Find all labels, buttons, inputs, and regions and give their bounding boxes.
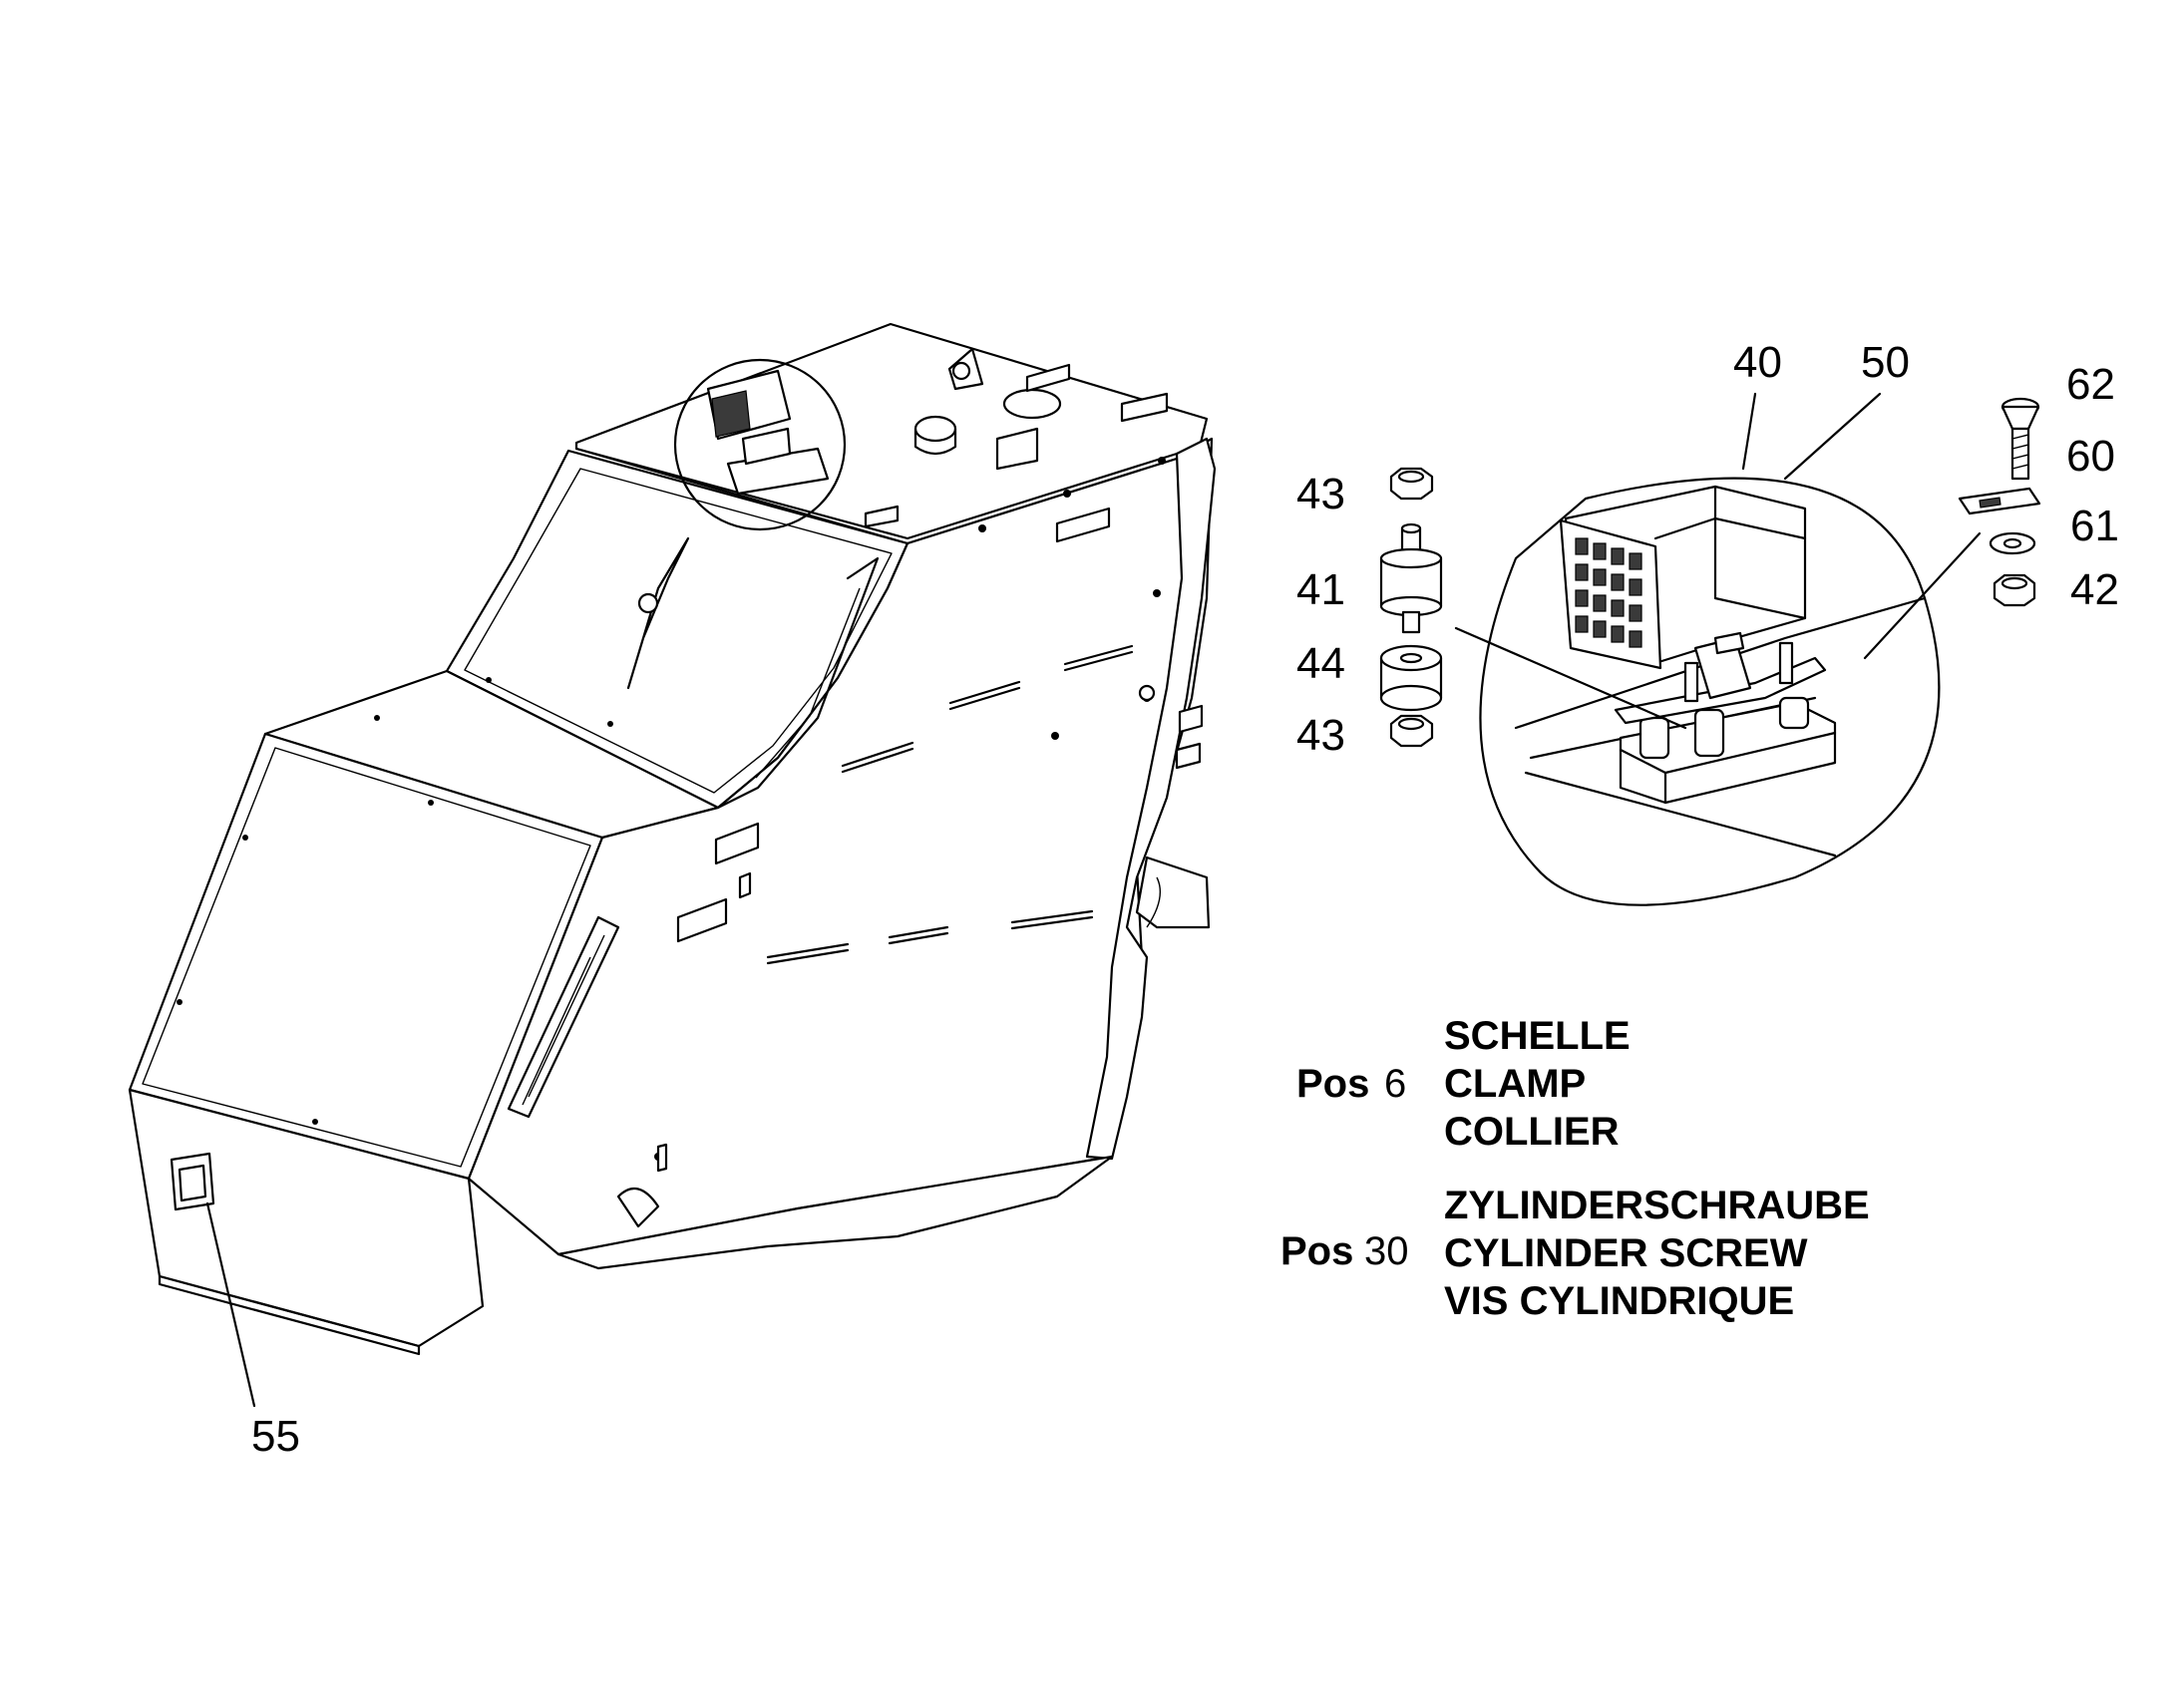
cabin-housing <box>128 322 1217 1356</box>
callout-44: 44 <box>1296 639 1345 688</box>
legend-line-fr: COLLIER <box>1444 1110 1620 1154</box>
legend-line-de: ZYLINDERSCHRAUBE <box>1444 1184 1870 1227</box>
roof-details <box>864 347 1169 528</box>
front-lower-panel <box>128 1088 485 1348</box>
callout-42: 42 <box>2070 565 2119 614</box>
leader-lines <box>205 392 1982 1408</box>
legend-line-fr: VIS CYLINDRIQUE <box>1444 1279 1794 1323</box>
legend-entry-pos6: Pos 6 SCHELLE CLAMP COLLIER <box>1296 1014 1631 1154</box>
callout-43-top: 43 <box>1296 470 1345 518</box>
callout-60: 60 <box>2066 432 2115 481</box>
callout-61: 61 <box>2070 502 2119 550</box>
legend: Pos 6 SCHELLE CLAMP COLLIER Pos 30 ZYLIN… <box>1280 1014 1870 1323</box>
exploded-hardware <box>1379 397 2041 748</box>
callout-55: 55 <box>251 1412 300 1461</box>
legend-pos-label: Pos <box>1296 1062 1369 1106</box>
legend-line-en: CYLINDER SCREW <box>1444 1231 1808 1275</box>
legend-line-de: SCHELLE <box>1444 1014 1631 1058</box>
legend-pos-label: Pos <box>1280 1229 1353 1273</box>
side-slots <box>766 644 1134 965</box>
callout-41: 41 <box>1296 565 1345 614</box>
rear-pillar <box>1085 437 1217 1161</box>
detail-magnified <box>1479 477 1941 906</box>
legend-entry-pos30: Pos 30 ZYLINDERSCHRAUBE CYLINDER SCREW V… <box>1280 1184 1870 1323</box>
callouts: 40 50 62 60 61 42 43 41 44 43 55 <box>251 338 2119 1461</box>
detail-circle-source <box>673 358 847 531</box>
callout-40: 40 <box>1733 338 1782 387</box>
callout-50: 50 <box>1861 338 1910 387</box>
legend-pos-number: 30 <box>1364 1229 1409 1273</box>
legend-pos-number: 6 <box>1384 1062 1406 1106</box>
legend-line-en: CLAMP <box>1444 1062 1586 1106</box>
callout-62: 62 <box>2066 360 2115 409</box>
callout-43-bottom: 43 <box>1296 711 1345 760</box>
